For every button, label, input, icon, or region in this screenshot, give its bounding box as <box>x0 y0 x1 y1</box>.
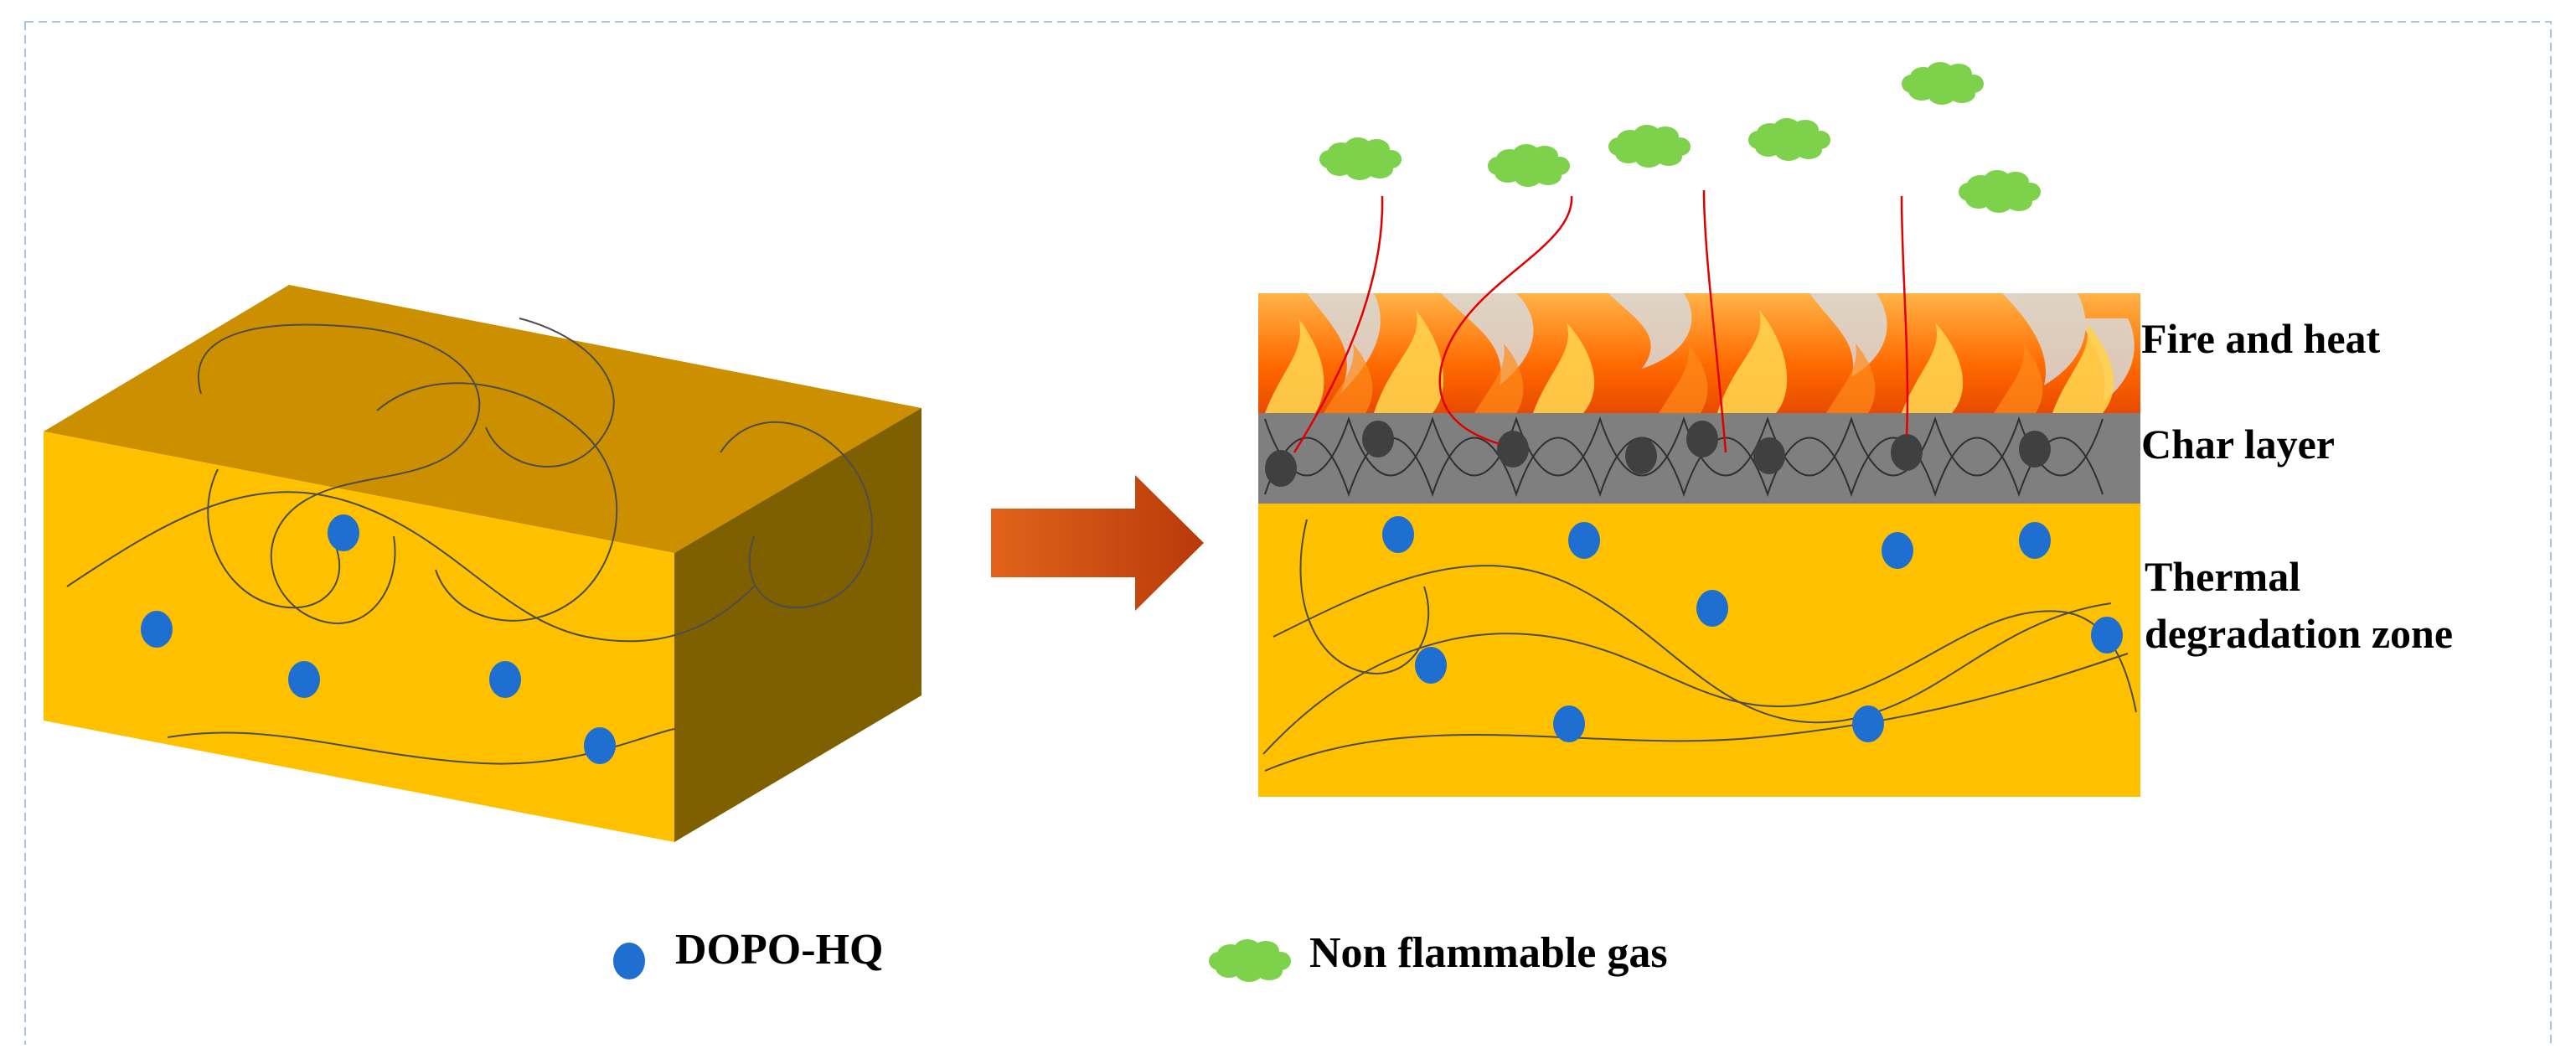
dopo-dot <box>1882 532 1913 569</box>
char-particle <box>1497 431 1529 468</box>
dopo-dots-left <box>141 514 616 764</box>
thermal-zone-label-line2: degradation zone <box>2145 610 2454 657</box>
gas-cloud <box>1319 137 1402 180</box>
legend-gas-label: Non flammable gas <box>1309 929 1668 977</box>
char-particle <box>1686 421 1718 457</box>
char-particle <box>1753 437 1785 474</box>
char-chains <box>1264 416 2104 498</box>
dopo-dot <box>2019 522 2051 559</box>
block-front-face <box>44 431 674 842</box>
block-top-face <box>44 285 921 553</box>
char-particle <box>2019 431 2051 468</box>
block-side-face <box>674 408 921 842</box>
legend-dopo-label: DOPO-HQ <box>675 926 884 974</box>
cross-section <box>1258 62 2140 797</box>
dopo-dot <box>328 514 359 551</box>
dopo-dot <box>288 661 320 698</box>
dopo-dot <box>1696 590 1728 627</box>
char-particle <box>1625 437 1657 474</box>
right-arrow-icon <box>991 475 1204 611</box>
char-particles <box>1265 421 2051 487</box>
zone-chains <box>1262 519 2137 772</box>
char-particle <box>1362 421 1394 457</box>
char-particle <box>1265 450 1297 487</box>
gas-trails <box>1293 189 1909 453</box>
dopo-dot <box>1568 522 1600 559</box>
polymer-block <box>44 285 921 842</box>
dopo-dot <box>1415 647 1447 684</box>
dopo-dot <box>584 727 616 764</box>
dopo-dot <box>489 661 521 698</box>
frame-border <box>24 21 2552 1049</box>
gas-cloud <box>1608 125 1691 168</box>
dopo-dot <box>2091 617 2123 654</box>
char-particle <box>1891 434 1923 471</box>
thermal-zone-label-line1: Thermal <box>2145 553 2301 600</box>
char-layer-label: Char layer <box>2141 421 2335 468</box>
gas-clouds <box>1319 62 2041 213</box>
dopo-dot <box>1382 516 1414 553</box>
fire-heat-label: Fire and heat <box>2141 315 2381 362</box>
dopo-dot <box>1852 705 1884 742</box>
gas-cloud <box>1959 170 2041 213</box>
fire-layer <box>1258 293 2140 413</box>
polymer-chains <box>66 318 873 765</box>
gas-cloud <box>1488 144 1570 187</box>
gas-cloud <box>1902 62 1984 105</box>
dopo-dot <box>141 611 173 648</box>
dopo-dots-right <box>1382 516 2123 742</box>
gas-cloud <box>1748 118 1830 161</box>
thermal-degradation-zone <box>1258 504 2140 797</box>
green-cloud-icon <box>1209 939 1291 982</box>
dopo-dot <box>1553 705 1585 742</box>
blue-dot-icon <box>613 943 645 979</box>
